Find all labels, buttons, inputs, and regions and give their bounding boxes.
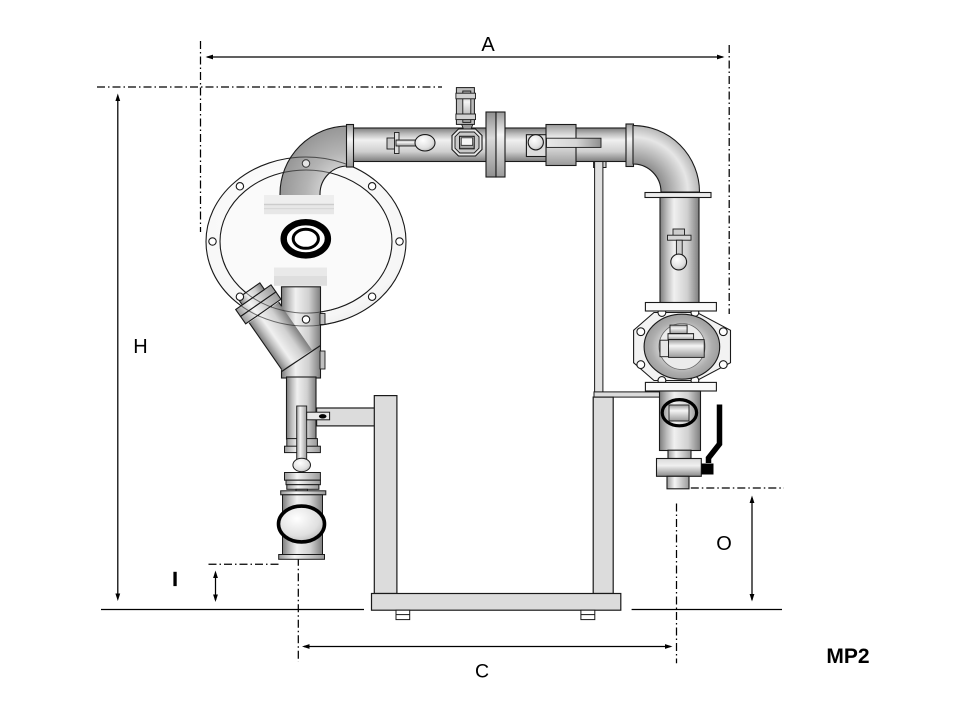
svg-text:H: H <box>133 336 147 358</box>
svg-text:A: A <box>481 34 495 56</box>
svg-text:C: C <box>475 661 489 683</box>
svg-text:MP2: MP2 <box>826 645 869 668</box>
svg-text:O: O <box>716 533 732 555</box>
